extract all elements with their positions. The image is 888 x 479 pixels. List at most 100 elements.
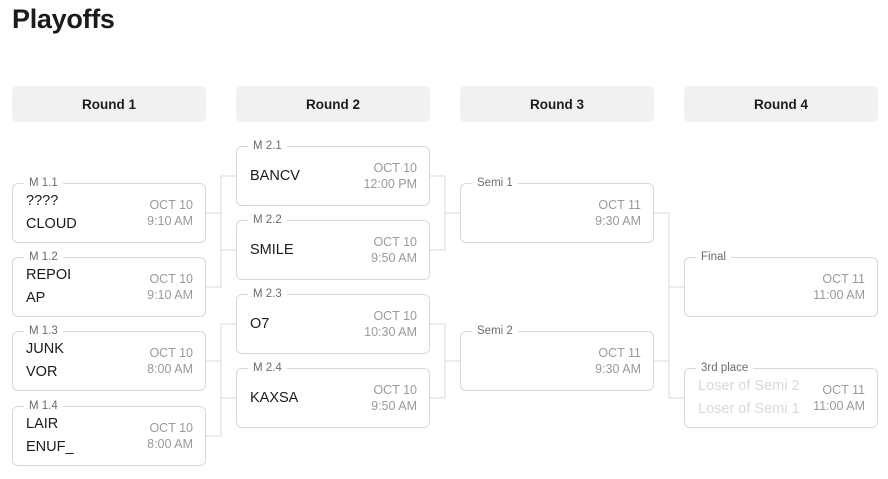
match-time-third-place: 11:00 AM (813, 399, 865, 413)
round-header-1-label: Round 1 (82, 96, 136, 112)
team-name-m12-1: REPOI (26, 267, 72, 283)
match-legend-m14: M 1.4 (24, 399, 63, 413)
match-card-m23[interactable]: M 2.3 O7 OCT 10 10:30 AM (236, 287, 430, 354)
team-list-m13: JUNK VOR (26, 338, 64, 384)
team-list-m11: ???? CLOUD (26, 190, 77, 236)
match-legend-m13: M 1.3 (24, 324, 63, 338)
match-schedule-semi2: OCT 11 9:30 AM (595, 345, 641, 377)
match-card-m22[interactable]: M 2.2 SMILE OCT 10 9:50 AM (236, 213, 430, 280)
match-time-semi1: 9:30 AM (595, 214, 641, 228)
match-time-m24: 9:50 AM (371, 399, 417, 413)
match-legend-third-place: 3rd place (696, 361, 754, 375)
match-time-m12: 9:10 AM (147, 288, 193, 302)
match-schedule-third-place: OCT 11 11:00 AM (813, 382, 865, 414)
match-date-m22: OCT 10 (373, 235, 417, 249)
match-body-semi1: OCT 11 9:30 AM (461, 184, 653, 242)
match-time-semi2: 9:30 AM (595, 362, 641, 376)
match-time-m11: 9:10 AM (147, 214, 193, 228)
match-schedule-m11: OCT 10 9:10 AM (147, 197, 193, 229)
match-card-semi2[interactable]: Semi 2 OCT 11 9:30 AM (460, 324, 654, 391)
match-card-third-place[interactable]: 3rd place Loser of Semi 2 Loser of Semi … (684, 361, 878, 428)
team-name-m12-2: AP (26, 290, 46, 306)
round-header-3: Round 3 (460, 86, 654, 122)
round-header-4: Round 4 (684, 86, 878, 122)
match-schedule-m21: OCT 10 12:00 PM (363, 160, 417, 192)
match-legend-m12: M 1.2 (24, 250, 63, 264)
match-schedule-m12: OCT 10 9:10 AM (147, 271, 193, 303)
team-name-m14-1: LAIR (26, 416, 59, 432)
match-date-final: OCT 11 (822, 272, 865, 286)
match-body-semi2: OCT 11 9:30 AM (461, 332, 653, 390)
match-legend-m24: M 2.4 (248, 361, 287, 375)
match-schedule-m22: OCT 10 9:50 AM (371, 234, 417, 266)
match-schedule-semi1: OCT 11 9:30 AM (595, 197, 641, 229)
team-name-m14-2: ENUF_ (26, 439, 74, 455)
team-list-m14: LAIR ENUF_ (26, 413, 74, 459)
match-card-m21[interactable]: M 2.1 BANCV OCT 10 12:00 PM (236, 139, 430, 206)
round-header-2: Round 2 (236, 86, 430, 122)
match-legend-m21: M 2.1 (248, 139, 287, 153)
team-name-m13-2: VOR (26, 364, 58, 380)
match-body-final: OCT 11 11:00 AM (685, 258, 877, 316)
team-name-m21-1: BANCV (250, 167, 300, 184)
team-list-m12: REPOI AP (26, 264, 71, 310)
round-header-1: Round 1 (12, 86, 206, 122)
match-date-m12: OCT 10 (149, 272, 193, 286)
match-date-m14: OCT 10 (149, 421, 193, 435)
team-list-m22: SMILE (250, 239, 294, 262)
match-card-semi1[interactable]: Semi 1 OCT 11 9:30 AM (460, 176, 654, 243)
match-date-m23: OCT 10 (373, 309, 417, 323)
match-body-third-place: Loser of Semi 2 Loser of Semi 1 OCT 11 1… (685, 369, 877, 427)
match-date-third-place: OCT 11 (822, 383, 865, 397)
match-card-m24[interactable]: M 2.4 KAXSA OCT 10 9:50 AM (236, 361, 430, 428)
match-date-semi1: OCT 11 (598, 198, 641, 212)
match-schedule-m24: OCT 10 9:50 AM (371, 382, 417, 414)
match-body-m13: JUNK VOR OCT 10 8:00 AM (13, 332, 205, 390)
match-card-m12[interactable]: M 1.2 REPOI AP OCT 10 9:10 AM (12, 250, 206, 317)
round-header-4-label: Round 4 (754, 96, 808, 112)
team-list-m21: BANCV (250, 165, 300, 188)
match-schedule-final: OCT 11 11:00 AM (813, 271, 865, 303)
team-name-m11-1: ???? (26, 193, 59, 209)
team-name-third-place-2: Loser of Semi 1 (698, 401, 800, 417)
match-time-final: 11:00 AM (813, 288, 865, 302)
match-schedule-m23: OCT 10 10:30 AM (364, 308, 417, 340)
match-body-m22: SMILE OCT 10 9:50 AM (237, 221, 429, 279)
round-header-3-label: Round 3 (530, 96, 584, 112)
match-date-m24: OCT 10 (373, 383, 417, 397)
match-date-semi2: OCT 11 (598, 346, 641, 360)
team-name-third-place-1: Loser of Semi 2 (698, 378, 800, 394)
match-body-m14: LAIR ENUF_ OCT 10 8:00 AM (13, 407, 205, 465)
match-time-m14: 8:00 AM (147, 437, 193, 451)
match-body-m12: REPOI AP OCT 10 9:10 AM (13, 258, 205, 316)
match-legend-m23: M 2.3 (248, 287, 287, 301)
match-card-m13[interactable]: M 1.3 JUNK VOR OCT 10 8:00 AM (12, 324, 206, 391)
team-name-m24-1: KAXSA (250, 389, 299, 406)
match-time-m13: 8:00 AM (147, 362, 193, 376)
match-card-m14[interactable]: M 1.4 LAIR ENUF_ OCT 10 8:00 AM (12, 399, 206, 466)
match-legend-semi2: Semi 2 (472, 324, 518, 338)
match-legend-m11: M 1.1 (24, 176, 63, 190)
match-body-m24: KAXSA OCT 10 9:50 AM (237, 369, 429, 427)
round-header-2-label: Round 2 (306, 96, 360, 112)
match-time-m22: 9:50 AM (371, 251, 417, 265)
match-time-m21: 12:00 PM (363, 177, 417, 191)
match-body-m23: O7 OCT 10 10:30 AM (237, 295, 429, 353)
match-card-m11[interactable]: M 1.1 ???? CLOUD OCT 10 9:10 AM (12, 176, 206, 243)
team-name-m11-2: CLOUD (26, 216, 77, 232)
match-legend-final: Final (696, 250, 731, 264)
match-schedule-m13: OCT 10 8:00 AM (147, 345, 193, 377)
match-schedule-m14: OCT 10 8:00 AM (147, 420, 193, 452)
team-list-m24: KAXSA (250, 387, 298, 410)
match-legend-m22: M 2.2 (248, 213, 287, 227)
match-date-m13: OCT 10 (149, 346, 193, 360)
team-name-m22-1: SMILE (250, 241, 294, 258)
match-card-final[interactable]: Final OCT 11 11:00 AM (684, 250, 878, 317)
team-list-third-place: Loser of Semi 2 Loser of Semi 1 (698, 375, 800, 421)
match-date-m11: OCT 10 (149, 198, 193, 212)
team-list-m23: O7 (250, 313, 269, 336)
team-name-m13-1: JUNK (26, 341, 64, 357)
match-body-m21: BANCV OCT 10 12:00 PM (237, 147, 429, 205)
